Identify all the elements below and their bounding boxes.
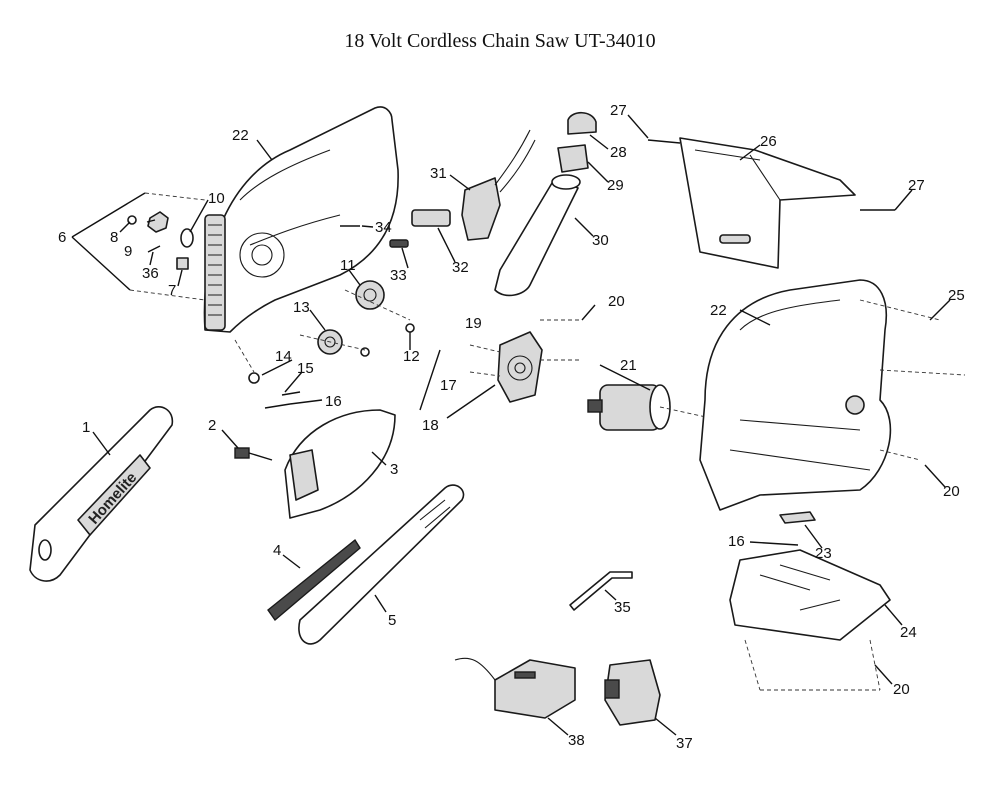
switch-assembly (411, 129, 536, 241)
callout-19: 19 (465, 315, 482, 332)
callout-24: 24 (900, 624, 917, 641)
callout-30: 30 (592, 232, 609, 249)
part-28-cap (567, 111, 597, 135)
callout-15: 15 (297, 360, 314, 377)
callout-16-a: 16 (325, 393, 342, 410)
callout-21: 21 (620, 357, 637, 374)
part-31-switch (461, 177, 501, 241)
callout-33: 33 (390, 267, 407, 284)
bar-and-chain (267, 484, 465, 645)
part-15-screw (281, 391, 301, 396)
part-4-chain (267, 538, 361, 622)
callout-10: 10 (208, 190, 225, 207)
callout-20-b: 20 (943, 483, 960, 500)
callout-5: 5 (388, 612, 396, 629)
callout-32: 32 (452, 259, 469, 276)
callout-23: 23 (815, 545, 832, 562)
callout-22-b: 22 (710, 302, 727, 319)
part-12-washer-a (405, 323, 415, 333)
callout-20-c: 20 (893, 681, 910, 698)
part-32-lever (411, 209, 451, 227)
callout-16-b: 16 (728, 533, 745, 550)
callout-37: 37 (676, 735, 693, 752)
part-24-base (729, 549, 891, 641)
part-29-collar (557, 144, 589, 173)
part-11-gear (355, 280, 385, 310)
callout-29: 29 (607, 177, 624, 194)
part-26-cover (647, 137, 895, 269)
callout-31: 31 (430, 165, 447, 182)
part-1-bar-cover: Homelite (29, 406, 174, 582)
part-22-left-housing (203, 106, 399, 333)
part-10-washer (180, 228, 194, 248)
gear-housing-19 (469, 319, 580, 403)
callout-36: 36 (142, 265, 159, 282)
part-30-handle (494, 177, 579, 297)
callout-13: 13 (293, 299, 310, 316)
gears (299, 280, 415, 357)
part-14-screw (248, 372, 260, 384)
part-23-plate (779, 511, 816, 524)
callout-27-a: 27 (610, 102, 627, 119)
diagram-title: 18 Volt Cordless Chain Saw UT-34010 (344, 30, 656, 52)
callout-20-a: 20 (608, 293, 625, 310)
callout-12: 12 (403, 348, 420, 365)
leader-lines (71, 114, 951, 736)
callout-14: 14 (275, 348, 292, 365)
part-21-motor (587, 384, 721, 431)
callout-18: 18 (422, 417, 439, 434)
callout-17: 17 (440, 377, 457, 394)
part-3-sprocket-cover (234, 409, 396, 519)
part-22-right-housing (699, 279, 966, 511)
part-36-screw (147, 245, 161, 253)
part-9-sprocket (147, 211, 169, 233)
callout-8: 8 (110, 229, 118, 246)
callout-35: 35 (614, 599, 631, 616)
base-assembly (729, 511, 891, 691)
callout-9: 9 (124, 243, 132, 260)
callout-1: 1 (82, 419, 90, 436)
callout-25: 25 (948, 287, 965, 304)
callout-3: 3 (390, 461, 398, 478)
callout-11: 11 (340, 257, 356, 274)
callout-labels: 1 2 3 4 5 6 7 8 9 10 11 12 13 14 15 16 1… (58, 102, 965, 752)
callout-6: 6 (58, 229, 66, 246)
part-33-spring (389, 239, 409, 248)
callout-2: 2 (208, 417, 216, 434)
callout-38: 38 (568, 732, 585, 749)
part-27-screw-a (647, 139, 681, 144)
part-37-battery (604, 659, 661, 726)
part-2-bolt (234, 447, 250, 459)
callout-22-a: 22 (232, 127, 249, 144)
part-7-block (176, 257, 189, 270)
callout-26: 26 (760, 133, 777, 150)
callout-27-b: 27 (908, 177, 925, 194)
handle-assembly (494, 111, 597, 297)
screws-14-16 (234, 339, 301, 409)
callout-28: 28 (610, 144, 627, 161)
callout-34: 34 (375, 219, 392, 236)
part-35-hex-key (569, 571, 633, 611)
part-16-screw (264, 403, 291, 409)
callout-7: 7 (168, 282, 176, 299)
part-5-guide-bar (298, 484, 465, 645)
drive-gear-teeth (204, 214, 226, 331)
small-parts-left (127, 192, 409, 301)
part-38-charger (454, 657, 576, 719)
callout-4: 4 (273, 542, 281, 559)
